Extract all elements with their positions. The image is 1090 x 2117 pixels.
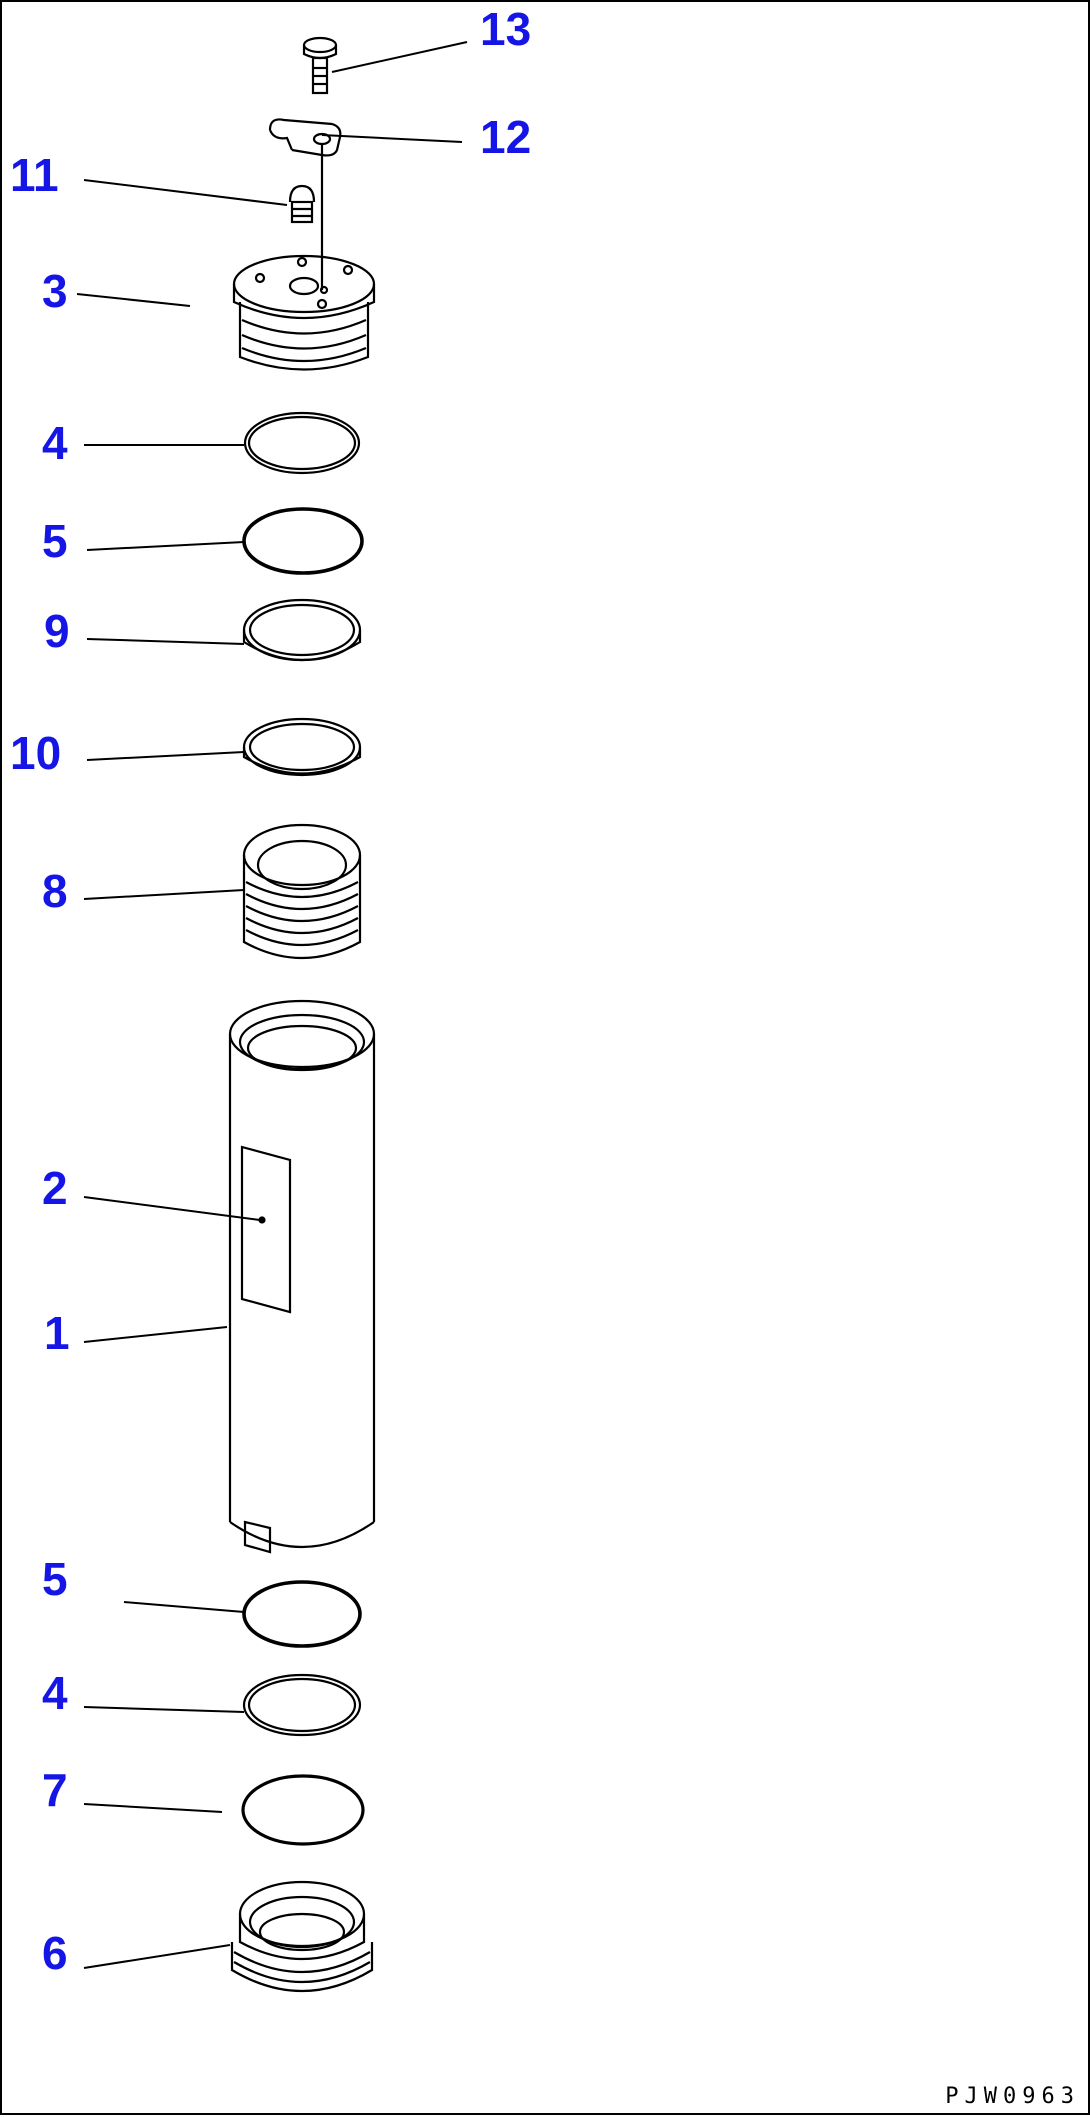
leader-7 (83, 1803, 223, 1813)
callout-4-top: 4 (42, 417, 68, 469)
leader-6 (83, 1944, 231, 1969)
leader-13 (331, 41, 468, 73)
callout-11: 11 (10, 149, 59, 201)
part-7-oring (241, 1774, 365, 1846)
part-8-piston (242, 823, 362, 960)
leader-10 (86, 751, 245, 761)
callout-9: 9 (44, 605, 70, 657)
leader-1 (83, 1326, 228, 1343)
leader-3 (76, 293, 191, 307)
part-1-tube (228, 999, 376, 1554)
callout-8: 8 (42, 865, 68, 917)
callout-12: 12 (480, 111, 532, 163)
leader-8 (83, 889, 245, 900)
callout-10: 10 (10, 727, 62, 779)
part-2-label-plate (240, 1145, 292, 1314)
callout-13: 13 (480, 3, 532, 55)
leader-12 (321, 134, 463, 143)
leader-5-bottom (123, 1601, 245, 1613)
part-10-ring (242, 717, 362, 777)
callout-1: 1 (44, 1307, 70, 1359)
part-13-bolt (302, 36, 338, 95)
drawing-code: PJW0963 (945, 2084, 1080, 2109)
part-5-oring-top (242, 507, 364, 575)
leader-5-top (86, 541, 245, 551)
part-11-plug (288, 184, 316, 224)
part-5-oring-bottom (242, 1580, 362, 1648)
leader-4-bottom (83, 1706, 245, 1713)
callout-5-bottom: 5 (42, 1553, 68, 1605)
part-9-ring (242, 598, 362, 662)
part-4-ring-top (243, 411, 361, 475)
callout-3: 3 (42, 265, 68, 317)
callout-6: 6 (42, 1927, 68, 1979)
callout-5-top: 5 (42, 515, 68, 567)
leader-lines (76, 41, 468, 1969)
part-3-cap (232, 254, 376, 371)
part-12-clip (268, 118, 342, 290)
callout-2: 2 (42, 1162, 68, 1214)
leader-2 (83, 1196, 261, 1221)
callout-4-bottom: 4 (42, 1667, 68, 1719)
part-6-nut (230, 1880, 374, 1992)
part-4-ring-bottom (242, 1673, 362, 1737)
callout-7: 7 (42, 1764, 68, 1816)
leader-9 (86, 638, 245, 645)
leader-11 (83, 179, 288, 206)
